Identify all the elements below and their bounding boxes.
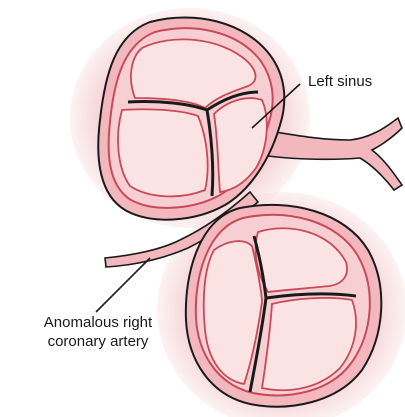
upper-cusp-left bbox=[118, 109, 208, 196]
anomalous-label-line-1: Anomalous right bbox=[18, 313, 178, 332]
anomalous-label-line-2: coronary artery bbox=[18, 332, 178, 351]
anomalous-right-coronary-artery-label: Anomalous right coronary artery bbox=[18, 313, 178, 351]
left-sinus-label: Left sinus bbox=[308, 72, 372, 91]
